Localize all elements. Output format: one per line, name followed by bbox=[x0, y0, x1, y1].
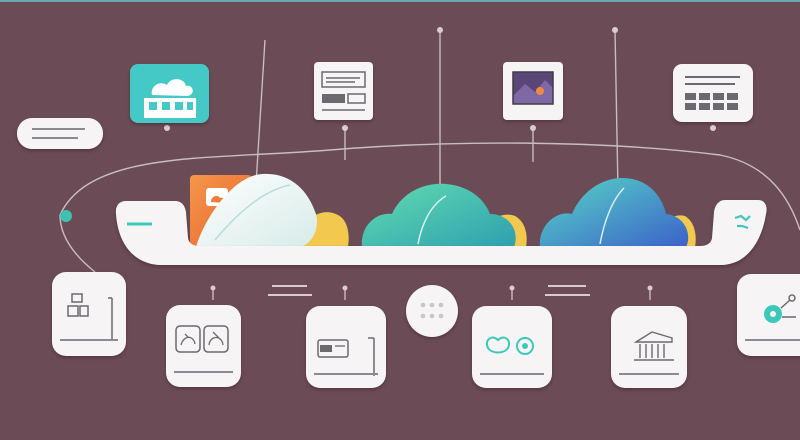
cloud-building-icon bbox=[151, 79, 193, 96]
link-circles-icon bbox=[486, 336, 534, 355]
connector-dot bbox=[530, 125, 536, 131]
cloud-building-card bbox=[130, 64, 209, 123]
id-card-card bbox=[306, 306, 386, 388]
connector-dot bbox=[342, 285, 348, 291]
connector-dot bbox=[210, 285, 216, 291]
bottom-connectors bbox=[212, 290, 651, 300]
cloud-group-middle bbox=[361, 183, 527, 247]
connector-dot bbox=[437, 27, 443, 33]
connector-dot bbox=[647, 285, 653, 291]
arc-connector bbox=[59, 142, 800, 231]
cloud-group-right bbox=[539, 178, 696, 247]
connector-lines bbox=[59, 29, 800, 273]
connector-dot bbox=[509, 285, 515, 291]
building-blocks-card bbox=[52, 272, 126, 356]
connector-dot bbox=[342, 125, 348, 131]
menu-dots-button bbox=[406, 285, 458, 337]
tray-grip-icon bbox=[734, 214, 751, 230]
connector-dot bbox=[164, 125, 170, 131]
left-pill-card bbox=[17, 118, 103, 149]
white-cloud bbox=[196, 173, 318, 247]
menu-dots-icon bbox=[420, 302, 444, 319]
image-card bbox=[503, 62, 563, 120]
photo-pair-icon bbox=[175, 325, 229, 353]
connector-dot bbox=[612, 27, 618, 33]
institution-card bbox=[611, 306, 687, 388]
connector-dot bbox=[710, 125, 716, 131]
connector-1 bbox=[254, 39, 266, 201]
id-card-icon bbox=[317, 337, 375, 376]
link-circles-card bbox=[472, 306, 552, 388]
cloud-group-left bbox=[190, 173, 349, 247]
teal-node bbox=[60, 210, 72, 222]
institution-icon bbox=[633, 331, 674, 361]
bottom-dash-lines bbox=[268, 285, 590, 296]
document-card-icon bbox=[321, 71, 366, 88]
photo-pair-card bbox=[166, 305, 241, 387]
green-cloud bbox=[361, 183, 516, 247]
top-border bbox=[0, 0, 800, 2]
building-blocks-icon bbox=[67, 293, 113, 340]
document-card bbox=[314, 62, 373, 120]
chart-node-icon bbox=[764, 294, 796, 323]
cloud-tray bbox=[115, 200, 767, 265]
connector-dots bbox=[164, 27, 716, 131]
blue-cloud bbox=[539, 178, 689, 247]
connector-3 bbox=[614, 29, 619, 191]
left-drop-connector bbox=[59, 214, 96, 273]
table-card bbox=[673, 64, 753, 122]
chart-node-card bbox=[737, 274, 800, 356]
